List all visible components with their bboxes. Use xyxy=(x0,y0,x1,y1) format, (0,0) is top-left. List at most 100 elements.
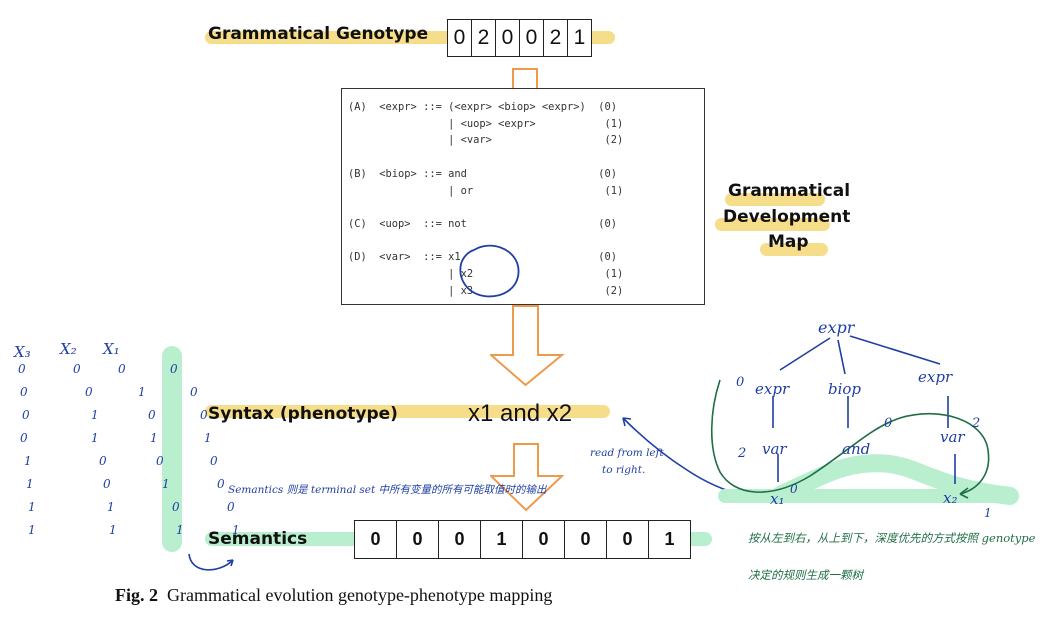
truth-cell: 1 xyxy=(150,431,158,445)
grammar-line: | x3 (2) xyxy=(348,284,624,297)
truth-row: 0 0 0 0 xyxy=(10,362,252,385)
truth-cell: 0 xyxy=(170,362,178,376)
truth-cell: 1 xyxy=(26,477,34,491)
tree-note-2: 决定的规则生成一颗树 xyxy=(748,568,863,582)
genotype-label: Grammatical Genotype xyxy=(208,24,429,44)
genotype-cell: 2 xyxy=(472,20,496,56)
grammar-line: | x2 (1) xyxy=(348,268,624,281)
genotype-cell: 0 xyxy=(520,20,544,56)
figure-caption: Fig. 2 Grammatical evolution genotype-ph… xyxy=(115,585,552,606)
truth-header-x2: X₂ xyxy=(60,340,77,358)
semantics-cell: 0 xyxy=(355,521,397,558)
map-highlight-1 xyxy=(725,193,825,206)
truth-cell: 0 xyxy=(103,477,111,491)
figure-number: Fig. 2 xyxy=(115,585,158,605)
genotype-cell: 0 xyxy=(496,20,520,56)
read-note-2: to right. xyxy=(602,464,646,476)
truth-cell: 0 xyxy=(118,362,126,376)
tree-node-expr-left: expr xyxy=(755,380,790,398)
tree-index-right-child: 2 xyxy=(972,416,981,431)
truth-cell: 1 xyxy=(232,523,240,537)
tree-node-and: and xyxy=(842,440,871,458)
map-highlight-3 xyxy=(760,243,828,256)
tree-node-var-right: var xyxy=(940,428,965,446)
truth-cell: 0 xyxy=(190,385,198,399)
tree-root: expr xyxy=(818,318,855,337)
semantics-cell: 1 xyxy=(664,529,675,549)
truth-cell: 1 xyxy=(109,523,117,537)
grammar-line: (C) <uop> ::= not (0) xyxy=(348,217,617,230)
truth-cell: 1 xyxy=(28,500,36,514)
arrow-grammar-to-syntax xyxy=(490,305,565,387)
truth-cell: 0 xyxy=(18,362,26,376)
truth-row: 1 0 1 0 xyxy=(10,477,252,500)
var-circle-annotation xyxy=(459,244,520,298)
truth-curl-arrow xyxy=(188,553,234,571)
semantics-label: Semantics xyxy=(208,529,308,549)
truth-cell: 0 xyxy=(156,454,164,468)
truth-row: 1 1 1 1 xyxy=(10,523,252,546)
truth-cell: 1 xyxy=(138,385,146,399)
truth-cell: 0 xyxy=(99,454,107,468)
truth-header-x3: X₃ xyxy=(14,343,31,361)
tree-band-highlight xyxy=(771,454,1019,505)
truth-cell: 1 xyxy=(204,431,212,445)
tree-leaf-x1: x₁ xyxy=(770,490,785,508)
tree-node-var-left: var xyxy=(762,440,787,458)
map-label-line1: Grammatical xyxy=(728,181,851,201)
genotype-cell: 0 xyxy=(448,20,472,56)
genotype-cell: 2 xyxy=(544,20,568,56)
tree-leaf-index-x2: 1 xyxy=(984,506,992,520)
truth-cell: 0 xyxy=(20,385,28,399)
grammar-line: | <var> (2) xyxy=(348,134,624,147)
truth-cell: 0 xyxy=(172,500,180,514)
semantics-array: 0 0 0 1 0 0 0 1 xyxy=(354,520,691,559)
semantics-note: Semantics 则是 terminal set 中所有变量的所有可能取值时的… xyxy=(228,484,547,496)
truth-cell: 0 xyxy=(148,408,156,422)
map-highlight-2 xyxy=(715,218,830,231)
truth-output-highlight xyxy=(162,346,182,552)
truth-cell: 0 xyxy=(200,408,208,422)
truth-cell: 1 xyxy=(162,477,170,491)
tree-edges xyxy=(710,335,990,499)
semantics-cell: 0 xyxy=(439,521,481,558)
truth-cell: 1 xyxy=(176,523,184,537)
grammar-line: (B) <biop> ::= and (0) xyxy=(348,167,617,180)
syntax-label: Syntax (phenotype) xyxy=(208,404,398,424)
arrow-syntax-to-semantics xyxy=(490,443,565,512)
truth-cell: 0 xyxy=(227,500,235,514)
truth-cell: 1 xyxy=(91,408,99,422)
grammar-box: (A) <expr> ::= (<expr> <biop> <expr>) (0… xyxy=(341,88,705,305)
grammar-line: (D) <var> ::= x1 (0) xyxy=(348,251,617,264)
figure-caption-text: Grammatical evolution genotype-phenotype… xyxy=(167,585,553,605)
syntax-highlight xyxy=(205,405,610,418)
tree-index-left-child: 2 xyxy=(738,446,747,461)
truth-header-x1: X₁ xyxy=(103,340,120,358)
tree-node-expr-right: expr xyxy=(918,368,953,386)
arrow-genotype-to-grammar xyxy=(512,68,538,90)
semantics-cell: 0 xyxy=(397,521,439,558)
grammar-line: (A) <expr> ::= (<expr> <biop> <expr>) (0… xyxy=(348,101,617,113)
tree-leaf-x2: x₂ xyxy=(943,489,958,507)
semantics-cell: 0 xyxy=(607,521,649,558)
truth-cell: 1 xyxy=(28,523,36,537)
truth-cell: 0 xyxy=(20,431,28,445)
truth-cell: 0 xyxy=(22,408,30,422)
grammar-line: | or (1) xyxy=(348,184,624,197)
truth-cell: 0 xyxy=(210,454,218,468)
truth-cell: 0 xyxy=(217,477,225,491)
tree-index-left: 0 xyxy=(736,375,745,390)
truth-cell: 0 xyxy=(73,362,81,376)
grammar-text: (A) <expr> ::= (<expr> <biop> <expr>) (0… xyxy=(342,89,704,299)
tree-index-biop-child: 0 xyxy=(884,416,893,431)
read-note-1: read from left xyxy=(590,447,664,459)
grammar-line: | <uop> <expr> (1) xyxy=(348,117,624,130)
semantics-cell: 0 xyxy=(565,521,607,558)
truth-cell: 1 xyxy=(107,500,115,514)
syntax-expression: x1 and x2 xyxy=(468,400,573,427)
genotype-cell: 1 xyxy=(573,26,586,49)
